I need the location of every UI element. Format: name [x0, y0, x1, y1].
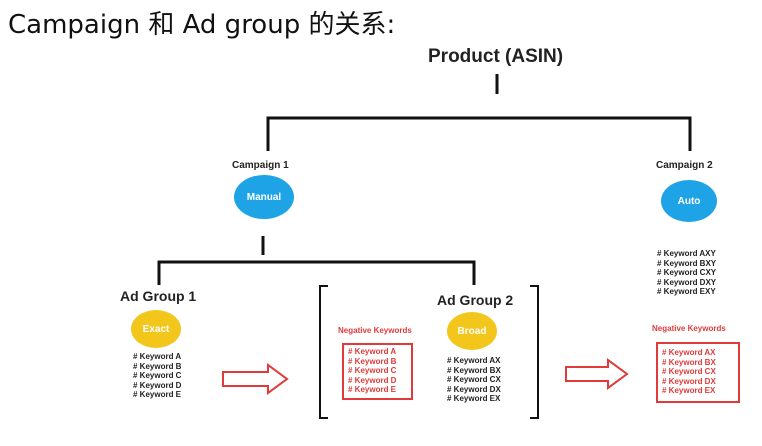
campaign-2-title: Campaign 2	[656, 160, 713, 171]
ad-group-2-keyword-list: # Keyword AX # Keyword BX # Keyword CX #…	[447, 356, 501, 404]
right-bracket	[530, 285, 539, 419]
keyword-item: # Keyword E	[133, 390, 182, 400]
negative-keywords-2-box	[656, 342, 740, 403]
keyword-item: # Keyword A	[133, 352, 182, 361]
keyword-item: # Keyword DX	[447, 384, 501, 394]
keyword-item: # Keyword B	[348, 356, 397, 366]
keyword-item: # Keyword C	[348, 366, 397, 376]
keyword-item: # Keyword A	[348, 347, 397, 356]
campaign2-keyword-list: # Keyword AXY # Keyword BXY # Keyword CX…	[657, 249, 716, 297]
keyword-item: # Keyword D	[348, 375, 397, 385]
broad-label: Broad	[457, 325, 487, 337]
keyword-item: # Keyword BXY	[657, 258, 717, 268]
keyword-item: # Keyword AX	[447, 356, 501, 365]
page-title: Campaign 和 Ad group 的关系:	[8, 10, 396, 40]
arrow-right-1	[222, 363, 289, 395]
ad-group-2-title: Ad Group 2	[437, 292, 514, 308]
campaign-connector	[266, 116, 692, 151]
negative-keywords-2-list: # Keyword AX # Keyword BX # Keyword CX #…	[662, 348, 716, 396]
keyword-item: # Keyword CX	[447, 375, 501, 385]
negative-keywords-2-title: Negative Keywords	[652, 324, 726, 333]
keyword-item: # Keyword EX	[662, 386, 716, 396]
broad-circle: Broad	[447, 312, 497, 350]
keyword-item: # Keyword BX	[447, 365, 501, 375]
negative-keywords-1-list: # Keyword A # Keyword B # Keyword C # Ke…	[348, 347, 396, 395]
negative-keywords-1-box	[342, 343, 413, 400]
keyword-item: # Keyword DXY	[657, 277, 717, 287]
keyword-item: # Keyword CXY	[657, 268, 717, 278]
keyword-item: # Keyword E	[348, 385, 397, 395]
exact-circle: Exact	[131, 310, 181, 348]
left-bracket	[319, 285, 328, 419]
keyword-item: # Keyword EXY	[657, 287, 716, 297]
keyword-item: # Keyword EX	[447, 394, 501, 404]
negative-keywords-1-title: Negative Keywords	[338, 326, 412, 335]
auto-circle: Auto	[661, 180, 717, 222]
ad-group-1-title: Ad Group 1	[120, 288, 197, 304]
keyword-item: # Keyword CX	[662, 367, 716, 377]
keyword-item: # Keyword B	[133, 361, 182, 371]
ad-group-1-keyword-list: # Keyword A # Keyword B # Keyword C # Ke…	[133, 352, 181, 400]
keyword-item: # Keyword C	[133, 371, 182, 381]
keyword-item: # Keyword DX	[662, 376, 716, 386]
keyword-item: # Keyword D	[133, 380, 182, 390]
manual-circle: Manual	[234, 175, 294, 219]
adgroup-connector	[157, 260, 476, 285]
exact-label: Exact	[142, 323, 170, 335]
manual-label: Manual	[246, 191, 282, 203]
arrow-right-2	[565, 358, 629, 390]
keyword-item: # Keyword BX	[662, 357, 716, 367]
auto-label: Auto	[677, 195, 701, 207]
campaign-1-title: Campaign 1	[232, 160, 289, 171]
keyword-item: # Keyword AX	[662, 348, 716, 357]
keyword-item: # Keyword AXY	[657, 249, 716, 258]
product-label: Product (ASIN)	[428, 46, 564, 67]
